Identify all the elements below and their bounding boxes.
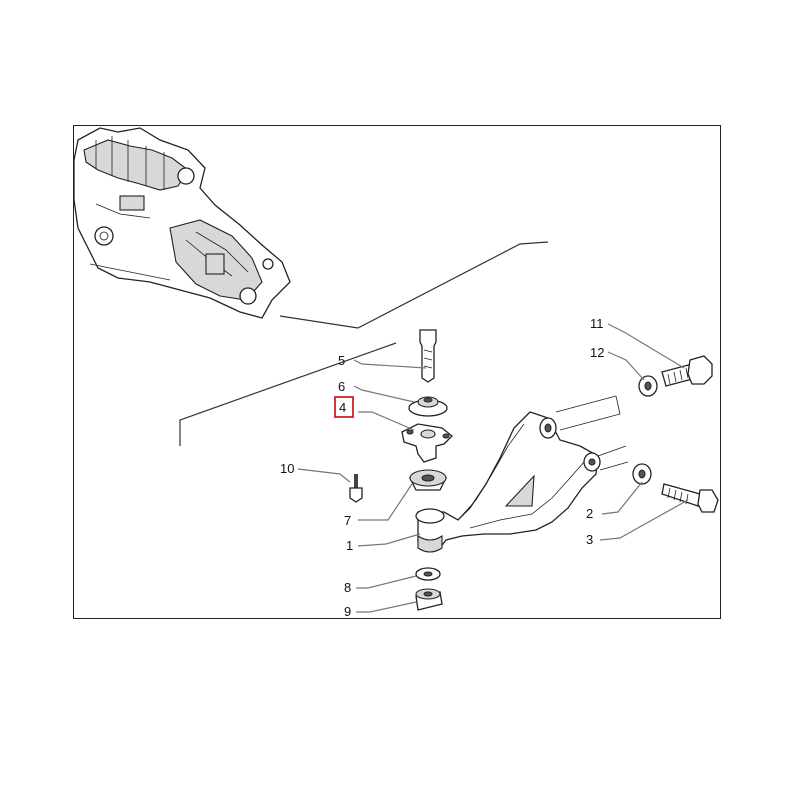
assembly-guide-lines — [555, 395, 629, 471]
engine-gearbox-illustration — [73, 127, 291, 319]
callout-1: 1 — [346, 538, 353, 553]
callout-11: 11 — [590, 316, 604, 331]
leader-lines — [297, 323, 689, 613]
callout-9: 9 — [344, 604, 351, 619]
part-12-washer — [638, 375, 658, 397]
part-7-rubber-pad — [408, 469, 448, 491]
part-8-washer — [415, 567, 441, 581]
part-11-bolt — [661, 355, 713, 387]
callout-8: 8 — [344, 580, 351, 595]
part-6-washer — [408, 396, 448, 417]
callout-4-highlight-box — [334, 396, 354, 418]
part-3-bolt — [661, 483, 719, 513]
callout-12: 12 — [590, 345, 604, 360]
context-outline-lower — [179, 342, 397, 446]
part-1-support-arm — [415, 411, 601, 553]
callout-5: 5 — [338, 353, 345, 368]
callout-7: 7 — [344, 513, 351, 528]
callout-4: 4 — [339, 400, 346, 415]
context-outline — [279, 241, 549, 329]
callout-2: 2 — [586, 506, 593, 521]
callout-3: 3 — [586, 532, 593, 547]
callout-10: 10 — [280, 461, 294, 476]
part-2-washer — [632, 463, 652, 485]
callout-6: 6 — [338, 379, 345, 394]
part-10-small-bolt — [349, 474, 363, 503]
part-5-bolt — [419, 329, 437, 383]
part-9-nut — [415, 588, 443, 611]
part-4-mount-bracket — [401, 423, 453, 463]
